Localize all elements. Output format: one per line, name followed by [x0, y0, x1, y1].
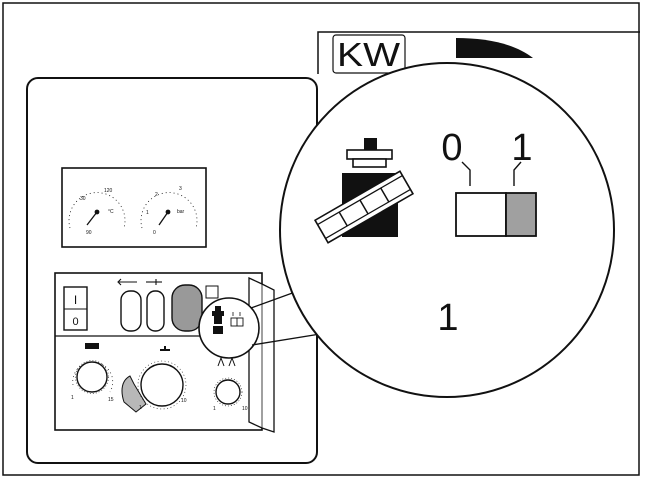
burner-knob-min: 1 [213, 406, 216, 412]
heating-temperature-knob[interactable]: 1 15 [71, 343, 114, 403]
switch-on-label: 1 [511, 127, 532, 169]
kw-frame-line [317, 31, 640, 74]
pressure-gauge: 2 3 1 0 bar [140, 186, 198, 236]
setting-value: 1 [437, 297, 458, 339]
reset-button[interactable] [117, 278, 142, 332]
kw-label-box [332, 34, 406, 74]
eco-zone-marker [121, 375, 147, 413]
small-zoom-circle [198, 297, 260, 359]
radiator-icon [85, 343, 99, 349]
service-button[interactable] [146, 279, 165, 332]
top-dark-indicator [456, 38, 533, 58]
switch-off-segment [455, 192, 507, 237]
temperature-gauge: 30 120 90 °C [68, 188, 126, 236]
burner-knob-max: 10 [242, 406, 248, 412]
mode-switch[interactable]: 0 1 [441, 127, 537, 237]
main-switch-on-symbol: I [74, 293, 77, 307]
small-switch-icon [230, 312, 244, 327]
temp-scale-low: 30 [80, 196, 86, 202]
heating-knob-min: 1 [71, 395, 74, 401]
pressure-scale-0: 0 [153, 230, 156, 236]
main-switch[interactable]: I 0 [63, 286, 88, 331]
chimney-sweep-icon [313, 138, 415, 244]
large-zoom-circle [279, 62, 615, 398]
burner-output-knob[interactable]: 1 10 [213, 356, 248, 412]
pressure-scale-1: 1 [146, 210, 149, 216]
temp-scale-high: 120 [104, 188, 113, 194]
kw-label: KW [337, 36, 401, 73]
hot-water-knob-max: 10 [181, 398, 187, 404]
tap-icon [160, 346, 170, 351]
hot-water-knob-min: 1 [139, 405, 142, 411]
gauge-box: 30 120 90 °C 2 3 1 0 bar [61, 167, 207, 248]
main-switch-off-symbol: 0 [72, 316, 78, 328]
switch-on-segment [505, 192, 537, 237]
display-icon [205, 285, 219, 299]
switch-off-label: 0 [441, 127, 462, 169]
hot-water-temperature-knob[interactable]: 1 10 [121, 346, 187, 413]
pressure-unit: bar [177, 209, 185, 215]
pressure-scale-3: 3 [179, 186, 182, 192]
fault-indicator-button[interactable] [171, 284, 203, 332]
temp-unit: °C [108, 209, 114, 215]
small-chimney-icon [212, 306, 224, 334]
temp-scale-bottom: 90 [86, 230, 92, 236]
heating-knob-max: 15 [108, 397, 114, 403]
pressure-scale-2: 2 [155, 192, 158, 198]
